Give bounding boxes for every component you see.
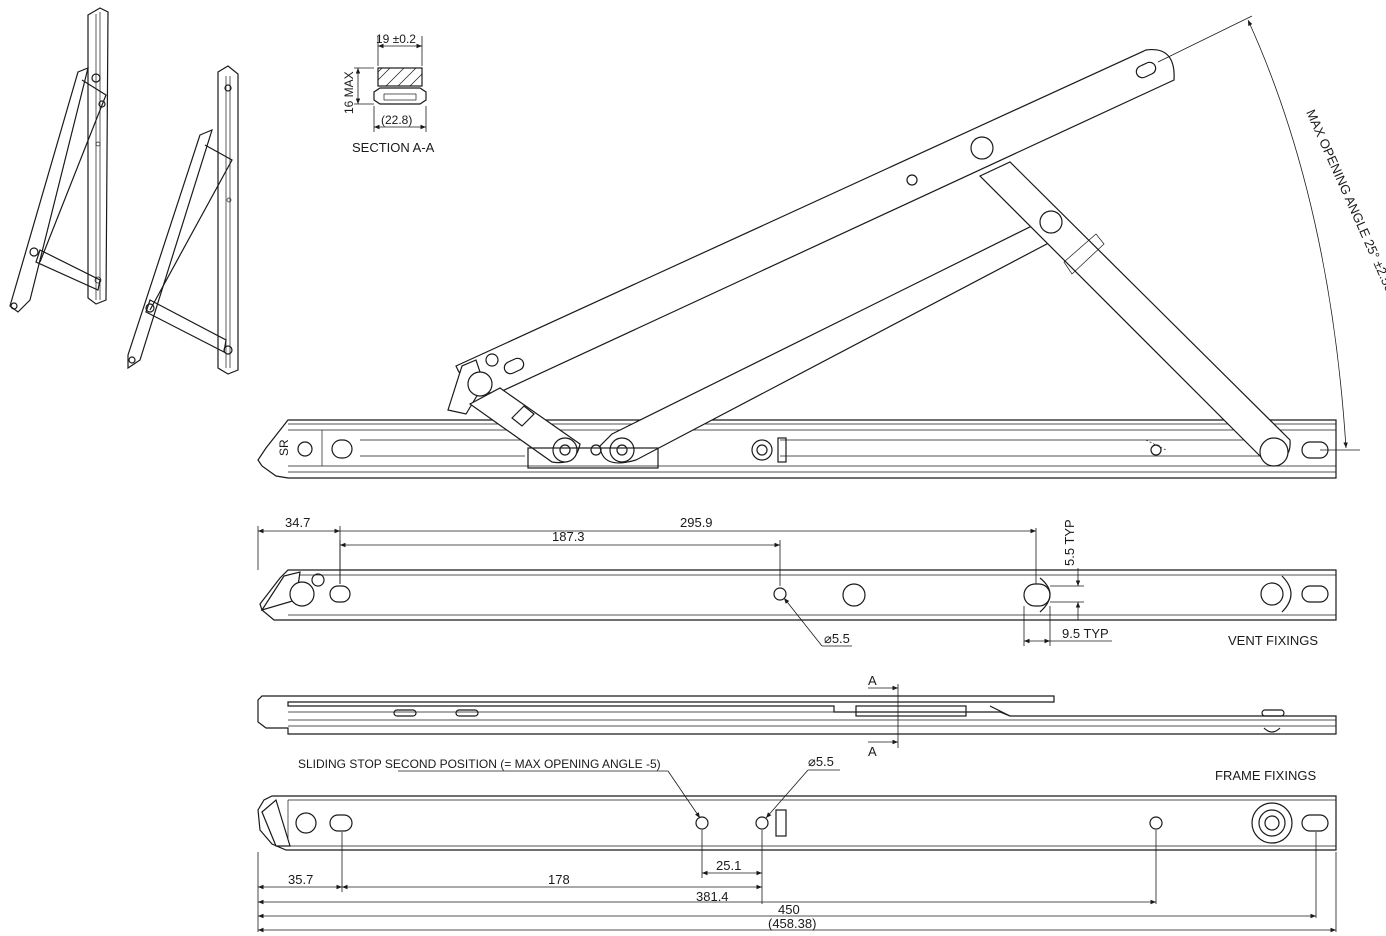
section-mark-top: A — [868, 673, 877, 688]
dim-35-7: 35.7 — [288, 872, 313, 887]
dim-34-7: 34.7 — [285, 515, 310, 530]
dim-9-5-typ: 9.5 TYP — [1062, 626, 1109, 641]
frame-fixings-view: SLIDING STOP SECOND POSITION (= MAX OPEN… — [257, 754, 1337, 933]
section-width-label: 19 ±0.2 — [376, 32, 416, 46]
stamp-sr: SR — [277, 439, 291, 456]
section-a-a: 19 ±0.2 16 MAX (22.8) SECTION A-A — [342, 32, 435, 155]
side-view: A A — [257, 673, 1337, 759]
frame-hole-dia: ⌀5.5 — [808, 754, 834, 769]
section-overall-label: (22.8) — [381, 113, 412, 127]
isometric-view-open — [9, 7, 109, 313]
sliding-stop-note: SLIDING STOP SECOND POSITION (= MAX OPEN… — [298, 757, 661, 771]
vent-hole-dia: ⌀5.5 — [824, 631, 850, 646]
section-title: SECTION A-A — [352, 140, 435, 155]
dim-178: 178 — [548, 872, 570, 887]
vent-fixings-caption: VENT FIXINGS — [1228, 633, 1318, 648]
section-mark-bottom: A — [868, 744, 877, 759]
dim-450: 450 — [778, 902, 800, 917]
frame-fixings-caption: FRAME FIXINGS — [1215, 768, 1316, 783]
dim-295-9: 295.9 — [680, 515, 713, 530]
dim-458-38: (458.38) — [768, 916, 816, 931]
dim-187-3: 187.3 — [552, 529, 585, 544]
section-height-label: 16 MAX — [342, 71, 356, 114]
vent-fixings-view: 34.7 187.3 295.9 5.5 TYP 9.5 TYP ⌀5.5 VE… — [257, 515, 1337, 648]
isometric-view-closed — [127, 65, 239, 375]
dim-5-5-typ: 5.5 TYP — [1062, 519, 1077, 566]
dim-381-4: 381.4 — [696, 889, 729, 904]
assembly-view-open: SR MAX OPENING ANGLE 25° ±2.50° — [257, 15, 1386, 479]
max-opening-angle-label: MAX OPENING ANGLE 25° ±2.50° — [1303, 107, 1386, 299]
dim-25-1: 25.1 — [716, 858, 741, 873]
